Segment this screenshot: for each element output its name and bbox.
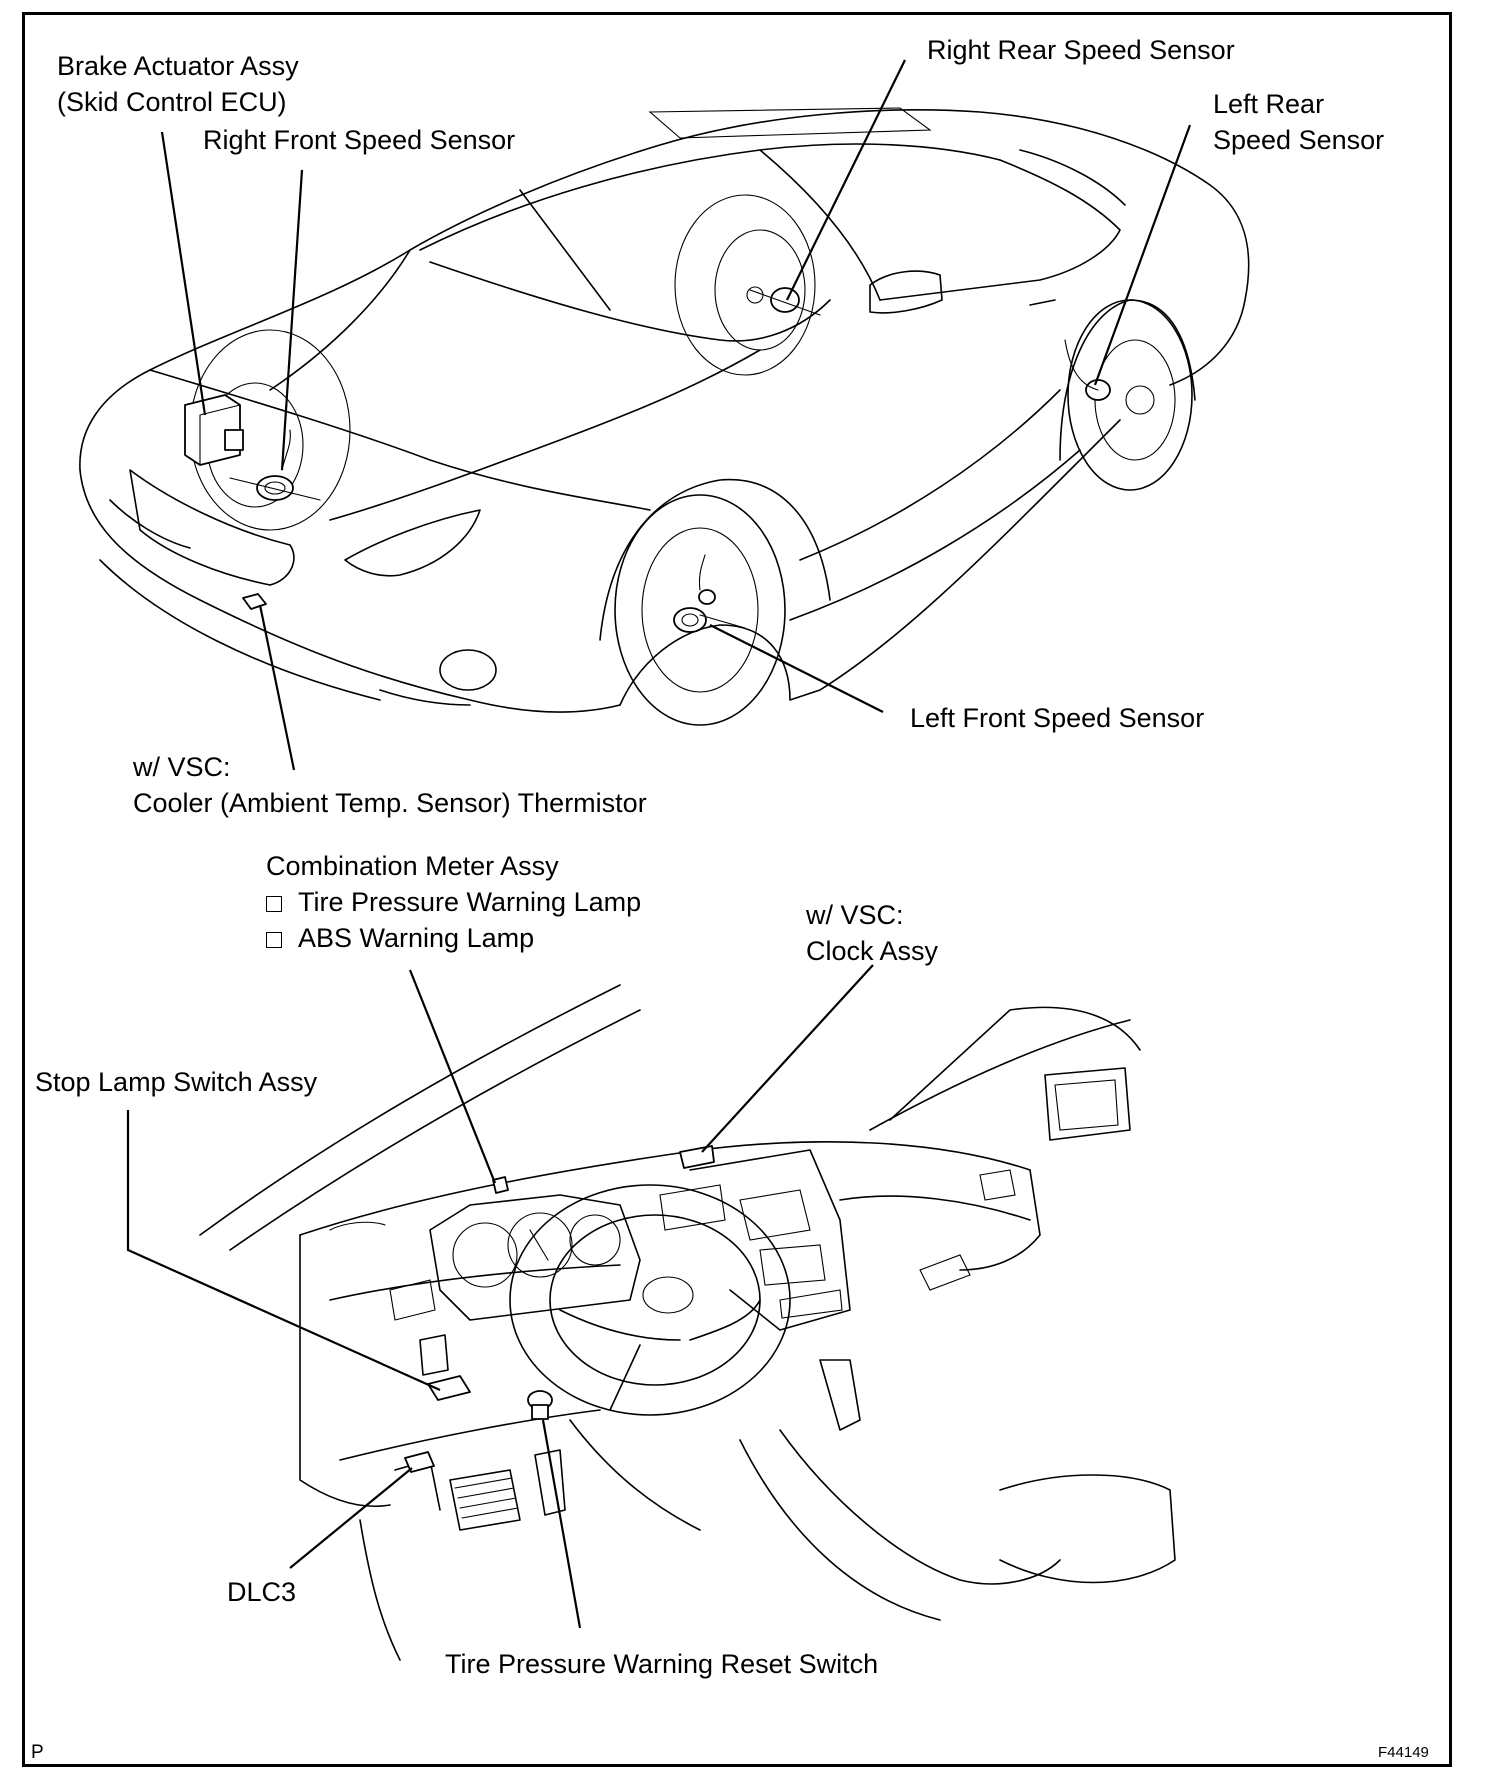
- left-rear-sensor-part: [1064, 339, 1111, 401]
- tire-pressure-lamp-item: Tire Pressure Warning Lamp: [266, 884, 641, 920]
- leader-left-rear-sensor: [1093, 124, 1192, 386]
- diagram-frame: [22, 12, 1452, 1767]
- thermistor-part: [242, 593, 267, 610]
- checkbox-square-icon: [266, 932, 282, 948]
- leader-right-front-sensor: [280, 169, 304, 471]
- combination-meter-title: Combination Meter Assy: [266, 851, 559, 881]
- corner-mark-left: P: [31, 1742, 44, 1763]
- right-rear-sensor-part: [746, 286, 821, 316]
- clock-label: w/ VSC: Clock Assy: [806, 897, 938, 969]
- combination-meter-label: Combination Meter Assy Tire Pressure War…: [266, 848, 641, 956]
- reset-switch-label: Tire Pressure Warning Reset Switch: [445, 1649, 879, 1679]
- car-outline: [79, 107, 1250, 726]
- dlc3-part: [404, 1451, 435, 1473]
- brake-actuator-label-line2: (Skid Control ECU): [57, 87, 287, 117]
- brake-actuator-label-line1: Brake Actuator Assy: [57, 51, 299, 81]
- leader-combination-meter: [408, 969, 497, 1184]
- clock-label-line1: w/ VSC:: [806, 900, 904, 930]
- left-rear-label-line2: Speed Sensor: [1213, 125, 1385, 155]
- thermistor-label-line2: Cooler (Ambient Temp. Sensor) Thermistor: [133, 788, 647, 818]
- left-rear-speed-sensor-label: Left Rear Speed Sensor: [1213, 86, 1384, 158]
- leader-brake-actuator: [160, 131, 207, 416]
- leader-dlc3: [289, 1467, 413, 1569]
- leader-left-front-sensor: [709, 624, 884, 713]
- leader-right-rear-sensor: [786, 59, 906, 301]
- brake-actuator-label: Brake Actuator Assy (Skid Control ECU): [57, 48, 299, 120]
- checkbox-square-icon: [266, 896, 282, 912]
- leader-stop-lamp-switch: [126, 1110, 441, 1392]
- leader-clock: [701, 964, 874, 1153]
- right-front-speed-sensor-label: Right Front Speed Sensor: [203, 125, 516, 155]
- figure-code: F44149: [1378, 1744, 1429, 1761]
- abs-lamp-item: ABS Warning Lamp: [266, 920, 641, 956]
- thermistor-label: w/ VSC: Cooler (Ambient Temp. Sensor) Th…: [133, 749, 647, 821]
- leader-thermistor: [258, 604, 296, 771]
- left-front-sensor-part: [673, 554, 746, 633]
- right-rear-speed-sensor-label: Right Rear Speed Sensor: [927, 35, 1235, 65]
- dlc3-label: DLC3: [227, 1577, 297, 1607]
- stop-lamp-switch-label: Stop Lamp Switch Assy: [35, 1067, 318, 1097]
- stop-lamp-switch-part: [427, 1375, 471, 1401]
- right-front-sensor-part: [229, 429, 321, 501]
- meter-lamp-part: [492, 1176, 509, 1194]
- clock-part: [679, 1145, 715, 1169]
- left-rear-label-line1: Left Rear: [1213, 89, 1325, 119]
- abs-lamp-text: ABS Warning Lamp: [298, 923, 535, 953]
- reset-switch-part: [527, 1390, 553, 1420]
- interior-outline: [199, 984, 1176, 1661]
- left-front-speed-sensor-label: Left Front Speed Sensor: [910, 703, 1205, 733]
- thermistor-label-line1: w/ VSC:: [133, 752, 231, 782]
- clock-label-line2: Clock Assy: [806, 936, 939, 966]
- leader-lines: [126, 59, 1192, 1629]
- brake-actuator-part: [184, 394, 244, 466]
- leader-reset-switch: [541, 1419, 582, 1629]
- tire-pressure-lamp-text: Tire Pressure Warning Lamp: [298, 887, 642, 917]
